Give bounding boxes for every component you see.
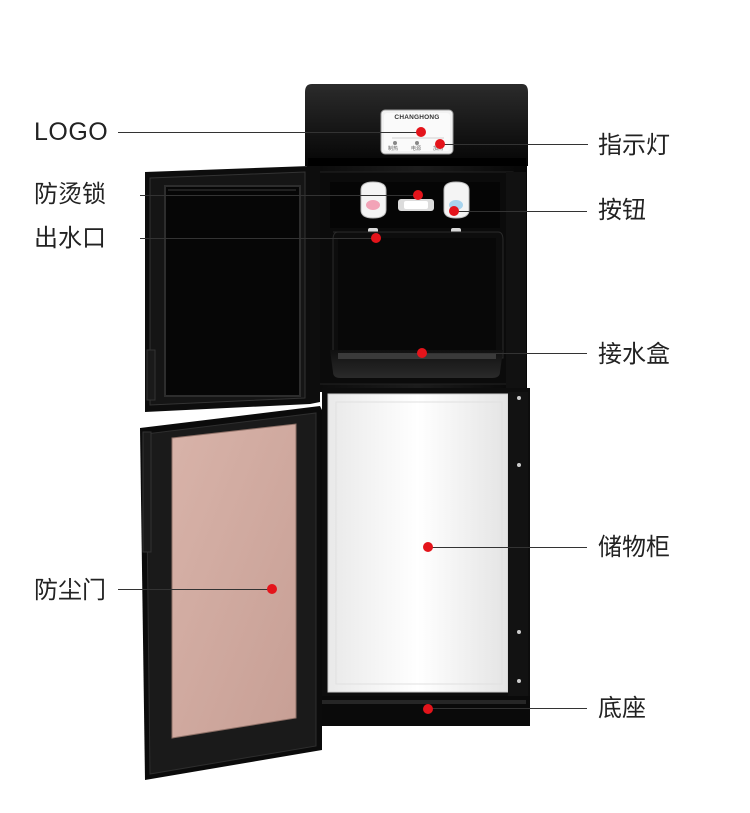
leader-button: [454, 211, 587, 212]
cup-recess: [332, 231, 504, 359]
callout-anti-scald-lock: 防烫锁: [34, 180, 106, 208]
storage-cabinet-body: [322, 388, 530, 704]
callout-button: 按钮: [598, 196, 646, 224]
dust-door: [140, 406, 322, 780]
panel-label-power: 电源: [411, 146, 422, 152]
panel-label-warm: 加热: [433, 146, 444, 152]
callout-drip-tray: 接水盒: [598, 340, 670, 368]
marker-base: [423, 704, 433, 714]
panel-label-heat: 制热: [388, 146, 399, 152]
callout-dust-door: 防尘门: [34, 576, 106, 604]
callout-base: 底座: [598, 694, 646, 722]
callout-storage-cabinet: 储物柜: [598, 533, 670, 561]
marker-storage-cabinet: [423, 542, 433, 552]
leader-logo: [118, 132, 420, 133]
leader-indicator-light: [440, 144, 588, 145]
tap-area: [330, 182, 500, 228]
marker-logo: [416, 127, 426, 137]
marker-button: [449, 206, 459, 216]
marker-drip-tray: [417, 348, 427, 358]
leader-storage-cabinet: [428, 547, 587, 548]
hot-water-tap: [360, 181, 387, 238]
leader-water-outlet: [140, 238, 376, 239]
leader-drip-tray: [422, 353, 587, 354]
dispenser-base: [308, 696, 530, 726]
brand-logo: CHANGHONG: [394, 114, 440, 121]
callout-water-outlet: 出水口: [34, 224, 106, 252]
callout-logo: LOGO: [34, 118, 109, 146]
leader-dust-door: [118, 589, 272, 590]
callout-indicator-light: 指示灯: [598, 131, 670, 159]
marker-anti-scald-lock: [413, 190, 423, 200]
marker-dust-door: [267, 584, 277, 594]
leader-base: [428, 708, 587, 709]
marker-indicator-light: [435, 139, 445, 149]
upper-door: [145, 166, 320, 412]
leader-anti-scald-lock: [140, 195, 418, 196]
marker-water-outlet: [371, 233, 381, 243]
